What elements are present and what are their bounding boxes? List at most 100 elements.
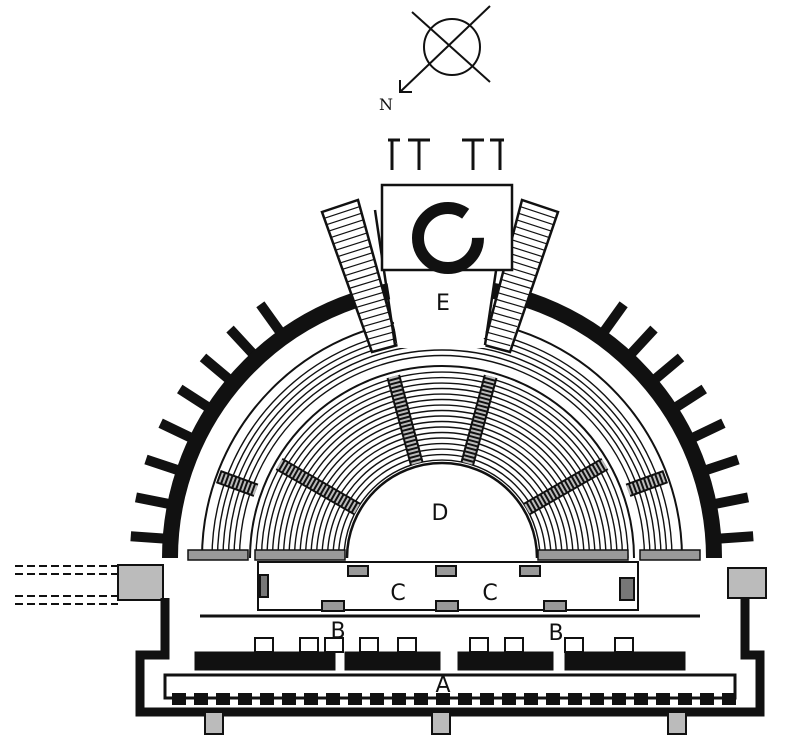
aisle-stair-steps — [626, 471, 668, 495]
orchestra-edge — [345, 461, 539, 559]
buttress — [650, 353, 685, 385]
ramp-step — [512, 232, 547, 245]
ramp-step — [514, 225, 550, 239]
wall-block — [238, 693, 252, 705]
ramp-step — [349, 278, 380, 289]
ramp-step — [333, 232, 368, 245]
doorway-step — [667, 711, 687, 735]
aisle-stair-steps — [216, 471, 258, 495]
ramp-step — [498, 285, 529, 296]
seat-row — [271, 387, 613, 559]
ramp-step — [358, 304, 388, 315]
ramp-step — [324, 206, 361, 219]
aisle-stair-steps — [388, 375, 422, 465]
ramp-step — [518, 212, 554, 226]
ramp-step — [355, 298, 386, 309]
ramp-step — [521, 199, 559, 213]
buttresses — [130, 301, 754, 544]
buttress — [134, 492, 173, 510]
ramp-step — [510, 238, 545, 251]
ramp-step — [335, 238, 370, 251]
ramp-hatching — [321, 199, 559, 347]
ramp-step — [330, 225, 366, 239]
niches — [254, 637, 634, 653]
wall-block — [194, 693, 208, 705]
doorway-step — [431, 711, 451, 735]
buttress — [144, 454, 182, 476]
niche — [299, 637, 319, 653]
ramp-step — [487, 324, 515, 334]
seat-row — [260, 376, 624, 559]
ramp-step — [360, 311, 390, 321]
buttress — [711, 492, 750, 510]
label-c-right: C — [482, 581, 497, 606]
seat-row — [255, 371, 629, 559]
niche — [469, 637, 489, 653]
ramp-step — [500, 278, 531, 289]
ramp-step — [353, 291, 384, 302]
label-d: D — [432, 501, 449, 526]
ramp-step — [519, 206, 556, 219]
wall-block — [700, 693, 714, 705]
ramp-step — [362, 318, 391, 328]
circular-structure — [380, 138, 514, 274]
label-e: E — [436, 291, 450, 316]
ramp-step — [492, 304, 522, 315]
wall-block — [480, 693, 494, 705]
niche — [359, 637, 379, 653]
ramp-step — [342, 258, 375, 270]
ramp-step — [365, 324, 393, 334]
niche — [324, 637, 344, 653]
label-b-left: B — [330, 619, 345, 644]
buttress — [256, 301, 286, 337]
buttress — [598, 301, 628, 337]
wall-block — [656, 693, 670, 705]
niche — [614, 637, 634, 653]
aisle-stair-steps — [524, 459, 608, 514]
seating-base-block — [639, 549, 701, 561]
ramp-step — [326, 212, 362, 226]
wall-block — [282, 693, 296, 705]
diazoma — [249, 365, 635, 559]
buttress — [625, 325, 658, 359]
ramp-step — [496, 291, 527, 302]
wall-block — [590, 693, 604, 705]
label-c-left: C — [390, 581, 405, 606]
seating-base-block — [187, 549, 249, 561]
label-b-right: B — [548, 621, 563, 646]
seating-base-block — [254, 549, 346, 561]
ramp-step — [490, 311, 520, 321]
wall-block — [502, 693, 516, 705]
ramp-step — [367, 331, 395, 340]
buttress — [688, 418, 726, 444]
ramp-step — [516, 219, 552, 232]
seat-row — [343, 459, 541, 559]
ramp-step — [509, 245, 543, 258]
ramp-step — [489, 318, 518, 328]
ramp-step — [369, 337, 397, 347]
wall-block — [414, 693, 428, 705]
bottom-wall-blocks — [172, 693, 736, 735]
ramp-step — [340, 252, 373, 264]
ramp-step — [494, 298, 525, 309]
buttress — [199, 353, 234, 385]
wall-block — [524, 693, 538, 705]
compass-icon — [399, 5, 491, 93]
wall-block — [172, 693, 186, 705]
ramp-step — [337, 245, 371, 258]
buttress — [671, 384, 707, 413]
north-label: N — [379, 95, 393, 114]
buttress — [226, 325, 259, 359]
wall-block — [546, 693, 560, 705]
wall-block — [326, 693, 340, 705]
stage-front — [257, 561, 639, 612]
wall-block — [436, 693, 450, 705]
radial-aisles — [215, 374, 669, 516]
buttress — [130, 531, 168, 544]
niche — [397, 637, 417, 653]
aisle-stair-steps — [462, 375, 496, 465]
wall-block — [370, 693, 384, 705]
wall-block — [634, 693, 648, 705]
ramp-step — [351, 285, 382, 296]
ramp-step — [328, 219, 364, 232]
